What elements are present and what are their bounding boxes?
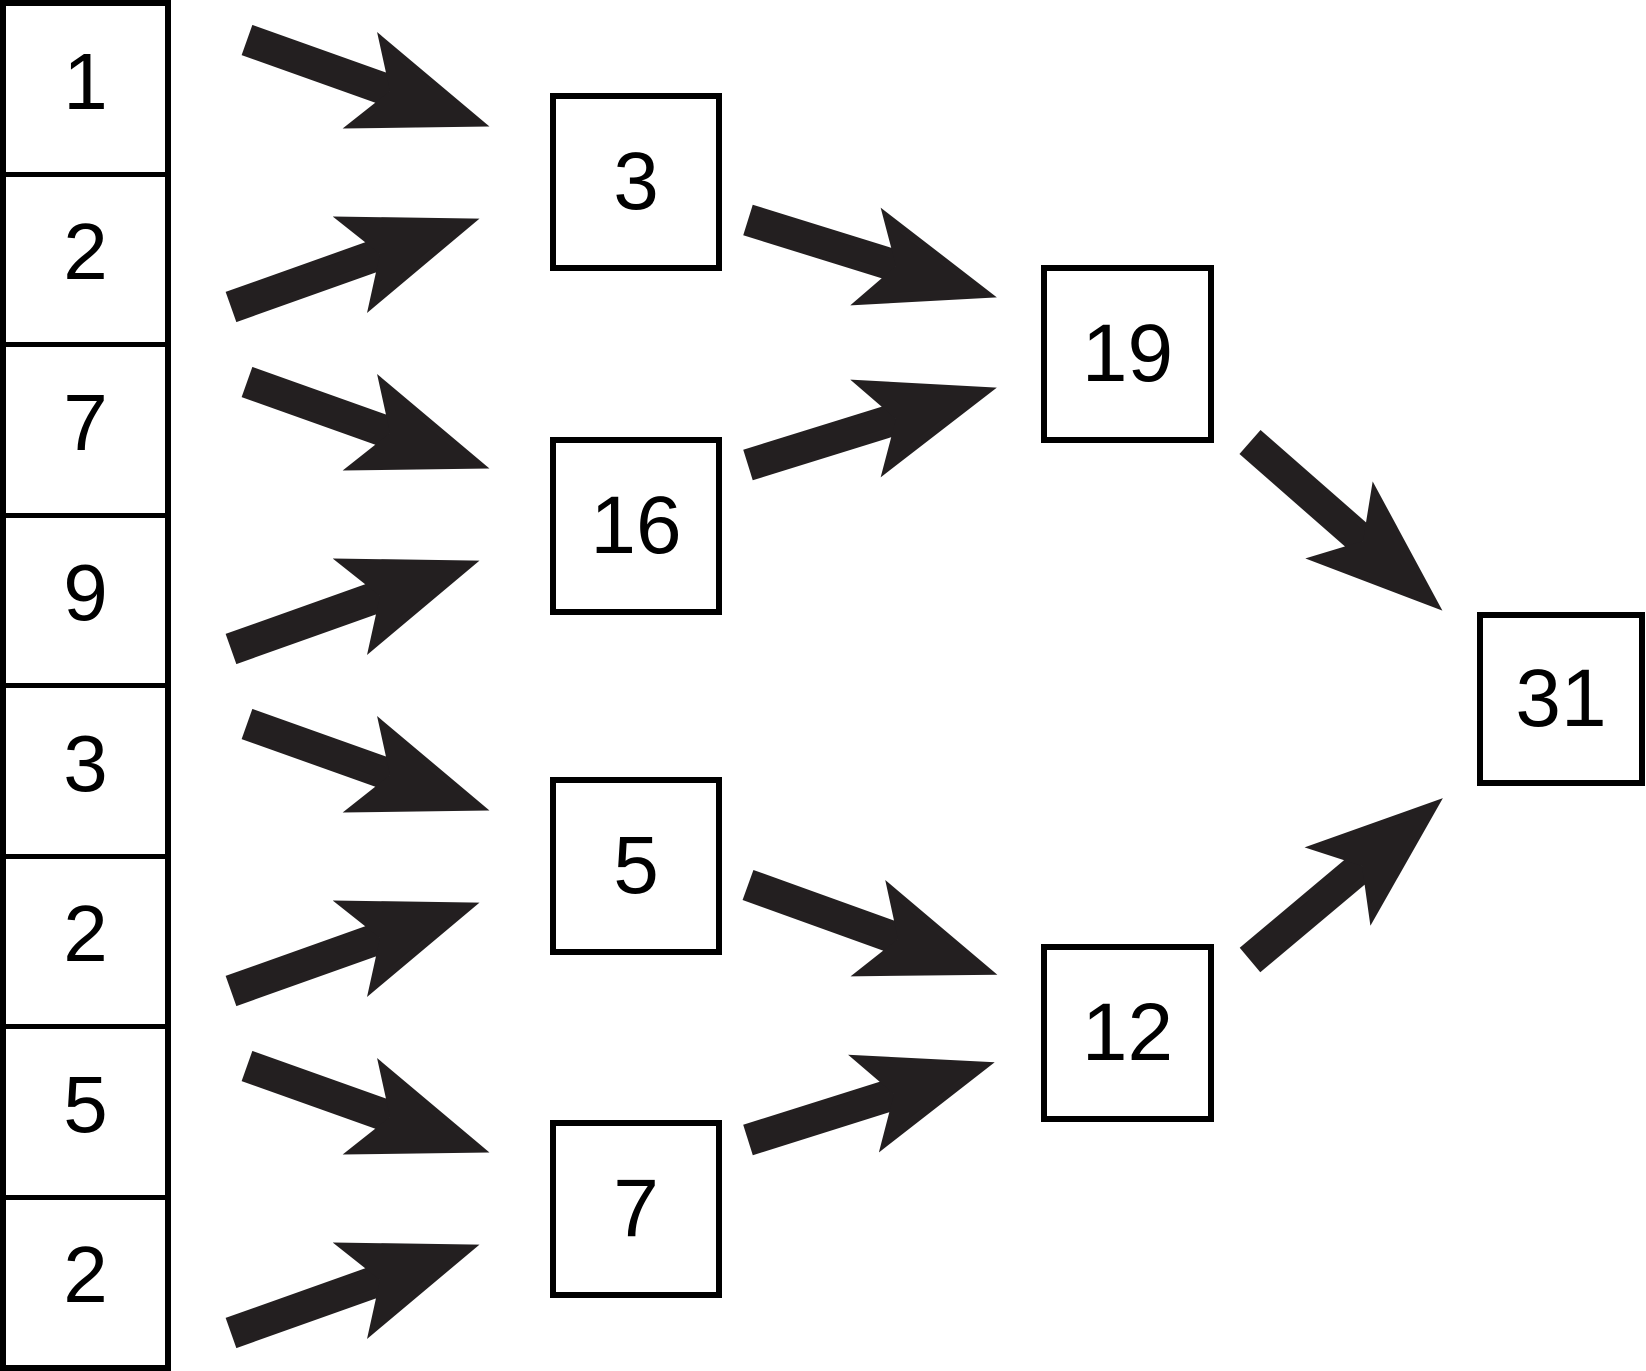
input-cell-3: 9	[6, 518, 165, 688]
arrow-p1-to-m0	[743, 379, 997, 481]
partial-sum-box-0: 3	[550, 93, 722, 271]
intermediate-sum-box-1: 12	[1041, 944, 1214, 1122]
arrow-p3-to-m1	[743, 1054, 995, 1156]
arrow-in3-to-p1	[225, 558, 480, 665]
input-cell-6: 5	[6, 1029, 165, 1200]
input-cell-2: 7	[6, 347, 165, 518]
arrow-m1-to-f0	[1239, 798, 1443, 973]
arrow-m0-to-f0	[1239, 429, 1443, 611]
input-cell-4: 3	[6, 688, 165, 859]
input-cell-0: 1	[6, 6, 165, 177]
partial-sum-box-1: 16	[550, 437, 722, 615]
arrow-in2-to-p1	[241, 366, 490, 471]
arrow-in1-to-p0	[225, 216, 480, 323]
input-cell-1: 2	[6, 177, 165, 347]
arrow-p0-to-m0	[743, 204, 997, 306]
input-cell-7: 2	[63, 1230, 108, 1320]
arrow-in6-to-p3	[241, 1050, 490, 1155]
arrow-p2-to-m1	[742, 869, 998, 977]
partial-sum-box-2: 5	[550, 777, 722, 955]
partial-sum-box-3: 7	[550, 1120, 722, 1298]
input-array: 1 2 7 9 3 2 5 2	[0, 0, 171, 1371]
arrow-in0-to-p0	[241, 24, 490, 129]
input-cell-5: 2	[6, 859, 165, 1029]
intermediate-sum-box-0: 19	[1041, 265, 1214, 443]
arrow-in5-to-p2	[225, 900, 480, 1007]
final-sum-box: 31	[1477, 612, 1645, 786]
arrow-in4-to-p2	[241, 708, 490, 813]
arrow-in7-to-p3	[225, 1242, 480, 1349]
